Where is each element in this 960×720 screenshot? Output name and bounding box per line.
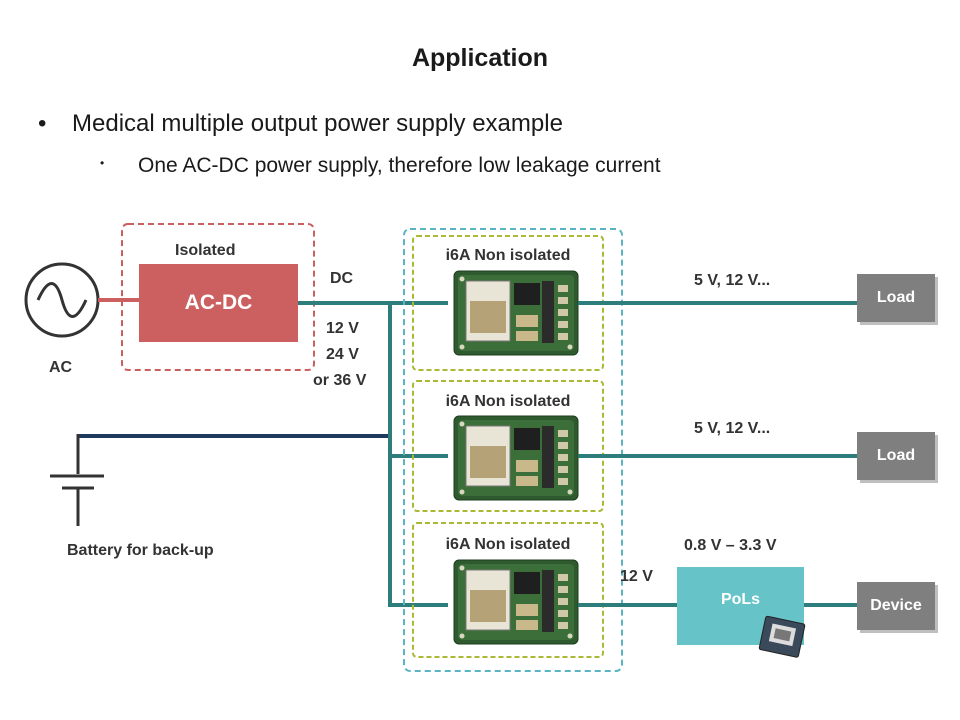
module-frame-2 — [412, 380, 604, 512]
i6a-module-image-1 — [453, 270, 579, 356]
bullet-dot: • — [100, 156, 105, 170]
non-isolated-region — [403, 228, 623, 672]
output-voltage-2: 5 V, 12 V... — [694, 420, 771, 437]
module-frame-3 — [412, 522, 604, 658]
pols-label: PoLs — [720, 591, 761, 608]
slide-title: Application — [411, 44, 549, 72]
pol-component-image — [758, 615, 806, 658]
load-box-1: Load — [857, 274, 935, 322]
load-box-2: Load — [857, 432, 935, 480]
dc-voltage-2: 24 V — [326, 346, 359, 363]
bullet-dot: • — [38, 110, 47, 137]
acdc-block — [139, 264, 298, 342]
module-label-1: i6A Non isolated — [445, 247, 571, 264]
sine-wave-icon — [36, 282, 88, 318]
dc-label: DC — [330, 270, 354, 287]
module-label-2: i6A Non isolated — [445, 393, 571, 410]
module-label-3: i6A Non isolated — [445, 536, 571, 553]
battery-label: Battery for back-up — [67, 542, 214, 559]
isolated-region — [121, 223, 315, 371]
output-voltage-3: 0.8 V – 3.3 V — [684, 537, 777, 554]
device-box: Device — [857, 582, 935, 630]
output-voltage-1: 5 V, 12 V... — [694, 272, 771, 289]
dc-voltage-3: or 36 V — [313, 372, 367, 389]
i6a-module-image-3 — [453, 559, 579, 645]
acdc-label: AC-DC — [184, 291, 253, 314]
ac-label: AC — [49, 359, 73, 376]
bullet-text: Medical multiple output power supply exa… — [72, 110, 563, 137]
i6a-module-image-2 — [453, 415, 579, 501]
dc-voltage-1: 12 V — [326, 320, 359, 337]
isolated-label: Isolated — [175, 242, 236, 259]
bullet-text: One AC-DC power supply, therefore low le… — [138, 154, 661, 177]
pol-input-voltage: 12 V — [620, 568, 653, 585]
